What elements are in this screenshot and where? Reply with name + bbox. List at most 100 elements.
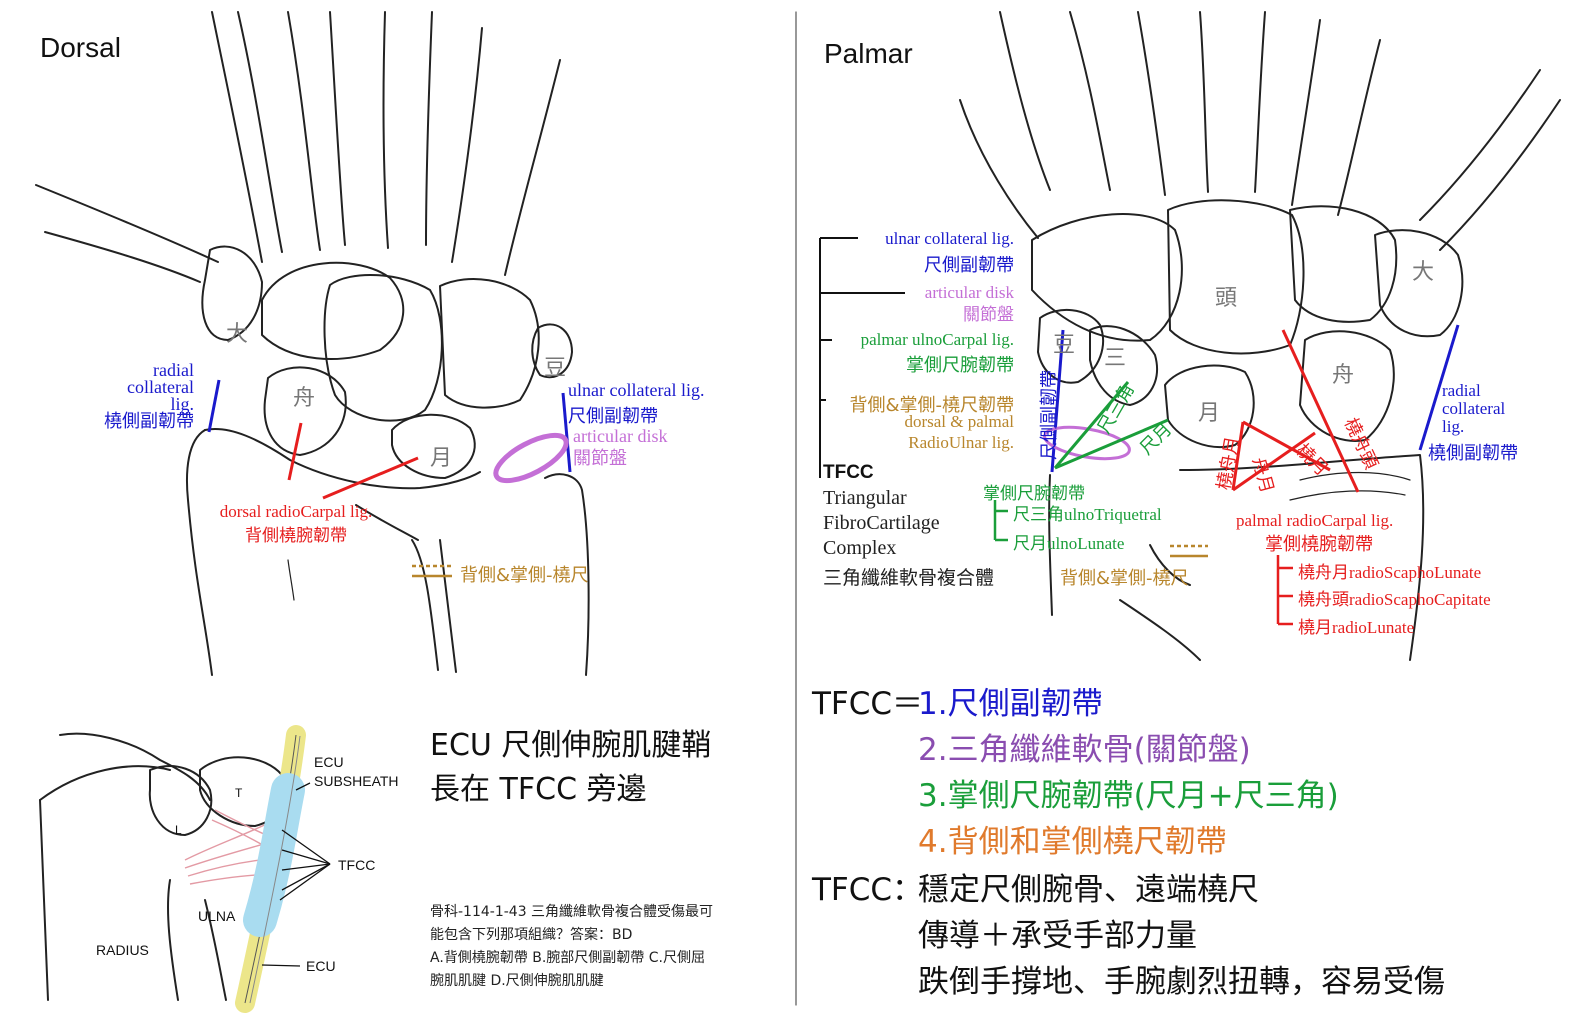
summary-function-line3: 跌倒手撐地、手腕劇烈扭轉，容易受傷 (918, 964, 1445, 1000)
palmar-radial-collateral-l2: collateral (1442, 399, 1506, 418)
ecu-figure-ulna-outline (167, 879, 179, 1001)
palmar-tfcc-l2: FibroCartilage (823, 512, 940, 534)
dorsal-radial-collateral-zh: 橈側副韌帶 (104, 411, 194, 432)
palmar-tfcc-l3: Complex (823, 537, 897, 559)
palmar-radius-outline (1179, 454, 1425, 661)
dorsal-capitate (323, 273, 443, 422)
dorsal-bone-pisiform: 豆 (544, 355, 567, 380)
dorsal-radius-outline (185, 429, 213, 676)
ecu-figure-label-ecu-top: ECU (314, 754, 344, 770)
dorsal-articular-disk-mark (493, 432, 569, 484)
palmar-metacarpal-3 (1199, 11, 1209, 193)
dorsal-radiocarpal-line-1 (287, 422, 303, 481)
palmar-rl-item: 橈月radioLunate (1298, 618, 1415, 637)
palmar-tfcc-bracket (819, 237, 905, 478)
dorsal-radial-collateral-l3: lig. (170, 394, 194, 414)
ecu-note-line2: 長在 TFCC 旁邊 (430, 772, 647, 807)
palmar-articular-disk-zh: 關節盤 (963, 305, 1014, 325)
dorsal-radiocarpal-line-2 (322, 456, 419, 500)
ecu-figure-label-l: L (175, 823, 182, 837)
palmar-radioulnar-bottom: 背側&掌側-橈尺 (1060, 568, 1189, 589)
palmar-ulnocarpal-lines (1053, 381, 1169, 470)
palmar-bone-scaphoid: 舟 (1332, 362, 1355, 387)
dorsal-lunate (391, 413, 476, 479)
summary-item-2: 2.三角纖維軟骨(關節盤) (918, 732, 1251, 768)
palmar-bone-lunate: 月 (1198, 400, 1221, 425)
palmar-articular-disk-en: articular disk (924, 283, 1014, 302)
palmar-radial-collateral-l3: lig. (1442, 417, 1465, 436)
palmar-title: Palmar (824, 38, 913, 69)
dorsal-metacarpal-3 (382, 11, 389, 249)
exam-line4: 腕肌肌腱 D.尺側伸腕肌肌腱 (430, 973, 604, 989)
dorsal-articular-disk-en: articular disk (573, 426, 668, 446)
ecu-figure-label-ulna: ULNA (198, 908, 236, 924)
dorsal-metacarpal-1 (211, 11, 263, 263)
palmar-lunate (1164, 364, 1255, 449)
dorsal-radiocarpal-en: dorsal radioCarpal lig. (219, 502, 373, 521)
ecu-subsheath (243, 773, 305, 937)
dorsal-title: Dorsal (40, 32, 121, 63)
exam-note: 骨科-114-1-43 三角纖維軟骨複合體受傷最可 能包含下列那項組織？答案：B… (430, 901, 713, 993)
ecu-note-line1: ECU 尺側伸腕肌腱鞘 (430, 728, 712, 763)
ecu-figure-lunate (148, 765, 213, 836)
dorsal-radiocarpal-zh: 背側橈腕韌帶 (245, 526, 347, 546)
exam-line3: A.背側橈腕韌帶 B.腕部尺側副韌帶 C.尺側屈 (430, 950, 705, 966)
dorsal-hamate (439, 277, 540, 409)
ecu-figure-pointers (261, 782, 331, 967)
ecu-figure-label-radius: RADIUS (96, 942, 149, 958)
dorsal-trapezium (201, 245, 263, 341)
palmar-ulna-outline (1048, 474, 1053, 616)
palmar-radial-collateral-label: radial collateral lig. (1442, 382, 1505, 436)
dorsal-radioulnar-label: 背側&掌側-橈尺 (460, 565, 589, 586)
ecu-figure-label-ecu-bottom: ECU (306, 958, 336, 974)
palmar-ulnar-collateral-vertical: 尺側副韌帶 (1039, 370, 1060, 460)
palmar-radioulnar-l2: RadioUlnar lig. (908, 433, 1014, 452)
dorsal-trapezoid (261, 261, 405, 360)
palmar-triquetrum (1089, 325, 1158, 406)
dorsal-metacarpal-4 (451, 27, 483, 263)
palmar-radiocarpal-lines (1231, 329, 1360, 493)
dorsal-ulnar-collateral-en: ulnar collateral lig. (568, 380, 705, 400)
palmar-bone-trapezium: 大 (1412, 259, 1435, 284)
exam-line2: 能包含下列那項組織？答案：BD (430, 927, 633, 943)
summary-prefix: TFCC＝ (812, 686, 924, 722)
dorsal-thumb (35, 184, 219, 263)
dorsal-radial-collateral-l1: radial (153, 360, 194, 380)
ecu-figure-label-t: T (235, 786, 243, 800)
dorsal-scaphoid (263, 366, 347, 456)
palmar-ulnocarpal-group-title: 掌側尺腕韌帶 (983, 484, 1085, 504)
palmar-ulnocarpal-en: palmar ulnoCarpal lig. (860, 330, 1014, 349)
dorsal-radial-collateral-l2: collateral (127, 377, 194, 397)
palmar-radial-collateral-line (1418, 324, 1460, 451)
summary-item-1: 1.尺側副韌帶 (918, 686, 1103, 722)
palmar-rsc-item: 橈舟頭radioScaphoCapitate (1298, 590, 1491, 609)
dorsal-pisiform (531, 323, 573, 379)
dorsal-bone-scaphoid: 舟 (293, 385, 316, 410)
summary-function-line2: 傳導＋承受手部力量 (918, 918, 1197, 954)
palmar-trapezoid (1289, 205, 1398, 323)
palmar-tfcc-zh: 三角纖維軟骨複合體 (823, 567, 995, 589)
palmar-ulnolunate-item: 尺月ulnoLunate (1013, 534, 1125, 553)
dorsal-bone-trapezium: 大 (226, 321, 249, 346)
palmar-metacarpal-5 (959, 99, 1039, 239)
summary-item-4: 4.背側和掌側橈尺韌帶 (918, 824, 1227, 860)
palmar-radioulnar-zh: 背側&掌側-橈尺韌帶 (849, 395, 1014, 416)
palmar-capitate (1167, 199, 1305, 355)
dorsal-ulna-outline (544, 473, 590, 676)
palmar-radial-collateral-l1: radial (1442, 381, 1481, 400)
dorsal-radial-collateral-line (207, 379, 221, 433)
dorsal-bone-lunate: 月 (430, 445, 453, 470)
palmar-radiocarpal-zh: 掌側橈腕韌帶 (1265, 534, 1373, 555)
dorsal-ulnar-collateral-line (561, 392, 572, 473)
palmar-thumb (1439, 99, 1561, 251)
palmar-tfcc-abbr: TFCC (823, 462, 874, 483)
exam-line1: 骨科-114-1-43 三角纖維軟骨複合體受傷最可 (430, 904, 714, 920)
palmar-rsl-item: 橈舟月radioScaphoLunate (1298, 563, 1482, 582)
palmar-metacarpal-2 (1291, 19, 1321, 206)
palmar-tfcc-l1: Triangular (823, 487, 907, 509)
ecu-figure-label-tfcc: TFCC (338, 857, 376, 873)
dorsal-radial-collateral-label: radial collateral lig. 橈側副韌帶 (90, 360, 194, 432)
palmar-ulnar-collateral-zh: 尺側副韌帶 (924, 255, 1014, 276)
palmar-radiocarpal-en: palmal radioCarpal lig. (1236, 511, 1394, 530)
